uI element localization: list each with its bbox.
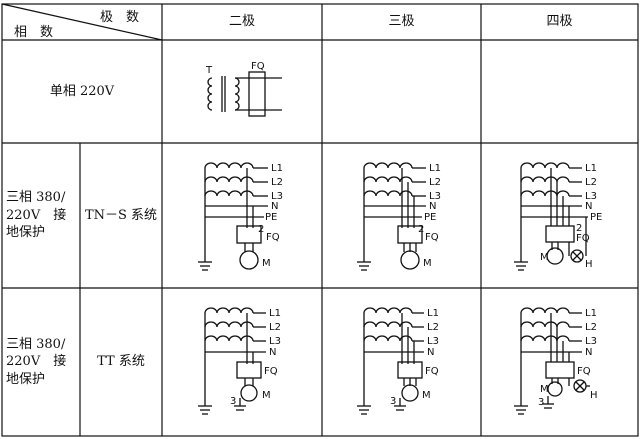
label-l2: L2	[429, 177, 441, 188]
label-fq: FQ	[576, 233, 590, 244]
label-l3: L3	[427, 336, 439, 347]
row-three-phase-b: 三相 380/ 220V 接 地保护	[6, 336, 67, 387]
tt-three-pole-diagram	[357, 307, 424, 415]
label-l1: L1	[585, 308, 597, 319]
label-fq: FQ	[266, 232, 280, 243]
label-pe: PE	[265, 212, 277, 223]
label-l3: L3	[271, 191, 283, 202]
header-pole-count: 极 数	[100, 10, 140, 25]
tt-two-pole-diagram	[198, 307, 266, 415]
label-n: N	[429, 201, 436, 212]
label-m: M	[262, 258, 271, 269]
table-grid	[1, 3, 639, 437]
diagram-labels: T FQ L1 L2 L3 N PE 2 FQ M L1 L2 L3 N PE …	[205, 61, 602, 408]
label-n: N	[585, 201, 592, 212]
label-l2: L2	[585, 322, 597, 333]
label-l2: L2	[269, 322, 281, 333]
label-3: 3	[538, 397, 544, 408]
label-pe: PE	[590, 212, 602, 223]
col-three-pole: 三极	[388, 14, 415, 30]
label-n: N	[269, 347, 276, 358]
label-n: N	[585, 347, 592, 358]
label-m: M	[540, 384, 549, 395]
tn-s-four-pole-diagram	[514, 162, 588, 271]
label-l3: L3	[585, 191, 597, 202]
label-fq: FQ	[251, 61, 265, 72]
label-l3: L3	[585, 336, 597, 347]
label-fq: FQ	[425, 232, 439, 243]
label-l1: L1	[271, 163, 283, 174]
label-l1: L1	[269, 308, 281, 319]
header-phase-count: 相 数	[14, 25, 54, 40]
label-3: 3	[390, 396, 396, 407]
row-single-phase: 单相 220V	[49, 83, 115, 99]
label-h: H	[590, 390, 598, 401]
col-two-pole: 二极	[228, 14, 255, 30]
single-phase-two-pole-diagram	[207, 71, 282, 117]
label-n: N	[271, 201, 278, 212]
row-three-phase-a: 三相 380/ 220V 接 地保护	[6, 190, 67, 241]
label-m: M	[423, 258, 432, 269]
header-diagonal	[1, 3, 163, 41]
label-2: 2	[258, 224, 264, 235]
label-2: 2	[576, 223, 582, 234]
label-m: M	[422, 390, 431, 401]
label-l2: L2	[585, 177, 597, 188]
label-l3: L3	[429, 191, 441, 202]
label-fq: FQ	[577, 366, 591, 377]
row-tn-s: TN－S 系统	[84, 207, 158, 223]
label-m: M	[540, 252, 549, 263]
label-l1: L1	[429, 163, 441, 174]
tt-four-pole-diagram	[514, 307, 590, 415]
col-four-pole: 四极	[546, 14, 573, 30]
label-t: T	[205, 65, 213, 76]
label-l3: L3	[269, 336, 281, 347]
label-pe: PE	[424, 212, 436, 223]
label-fq: FQ	[264, 366, 278, 377]
tn-s-three-pole-diagram	[357, 162, 426, 271]
label-n: N	[427, 347, 434, 358]
label-m: M	[262, 390, 271, 401]
label-l1: L1	[585, 163, 597, 174]
row-tt: TT 系统	[97, 354, 145, 370]
label-3: 3	[230, 396, 236, 407]
label-2: 2	[418, 224, 424, 235]
label-h: H	[585, 259, 593, 270]
label-fq: FQ	[425, 366, 439, 377]
label-l1: L1	[427, 308, 439, 319]
label-l2: L2	[427, 322, 439, 333]
label-l2: L2	[271, 177, 283, 188]
tn-s-two-pole-diagram	[198, 162, 268, 271]
